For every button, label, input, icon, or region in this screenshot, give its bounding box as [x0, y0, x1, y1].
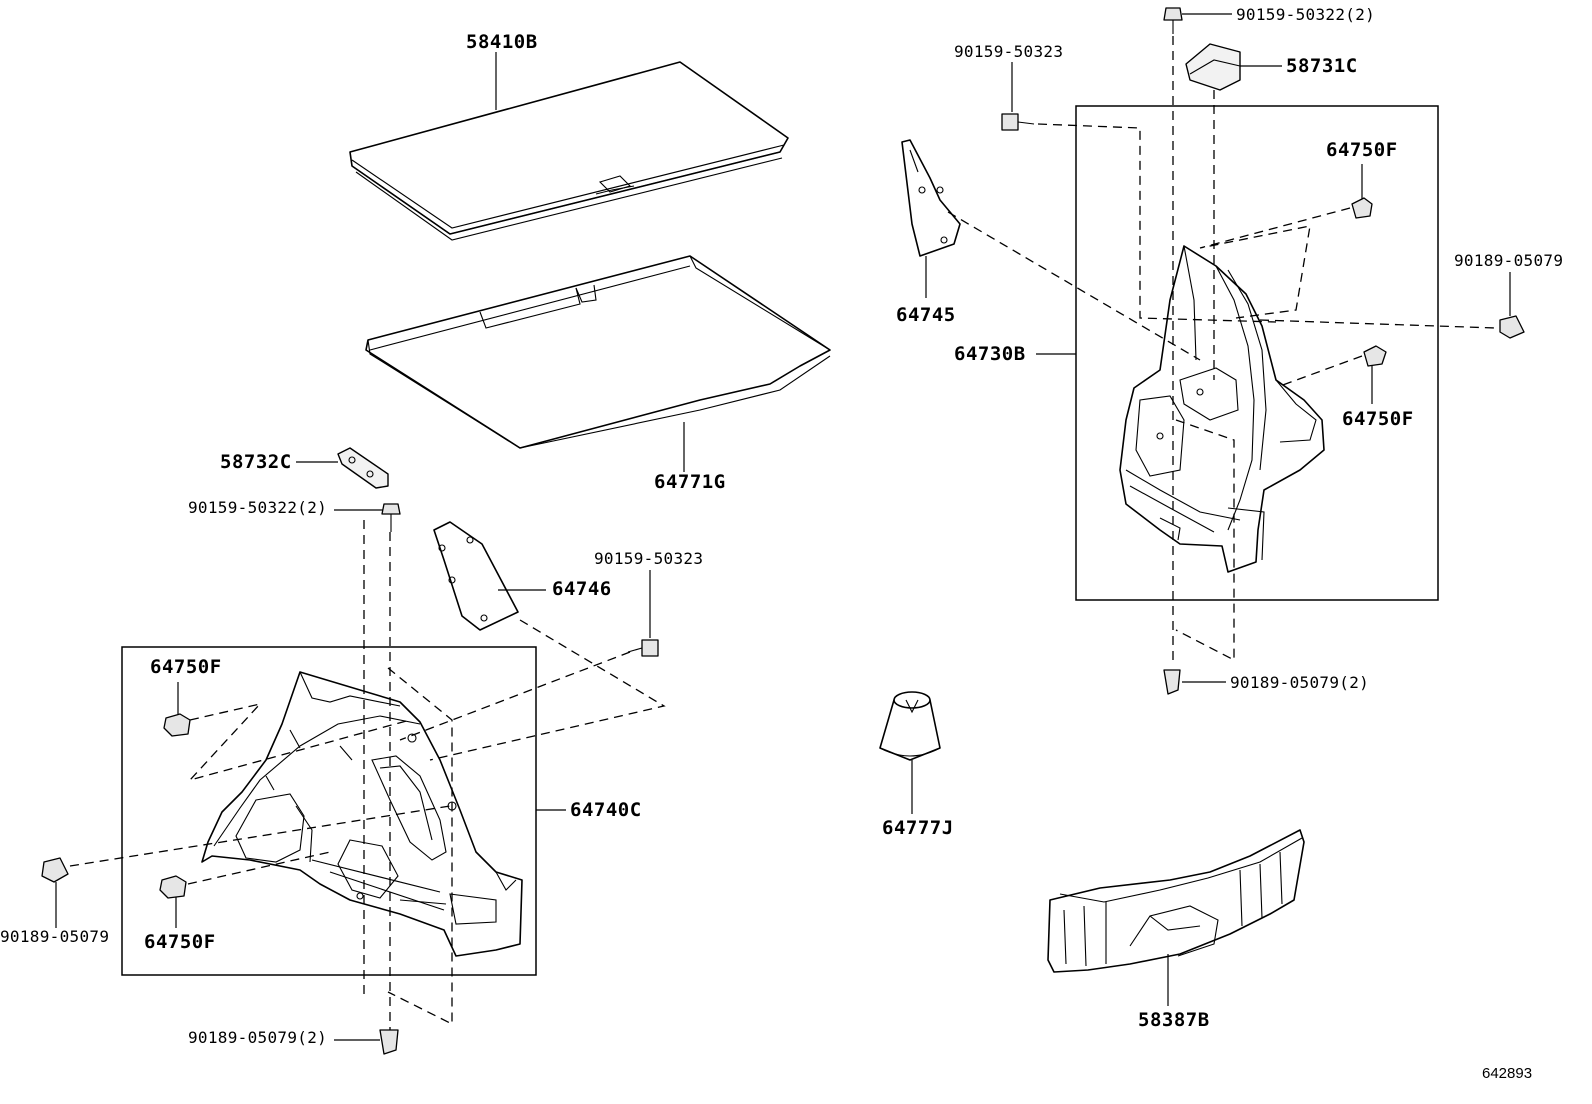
- dash-lh-3: [387, 667, 453, 1026]
- dash-lh-7: [69, 805, 451, 867]
- cover-panel-64771g[interactable]: [365, 255, 831, 449]
- label-64746: 64746: [552, 578, 612, 600]
- label-90189-05079-rh-bottom: 90189-05079(2): [1230, 673, 1369, 692]
- diagram-id: 642893: [1482, 1065, 1532, 1082]
- bracket-58732c[interactable]: [337, 447, 389, 489]
- clip-90189-05079-rh-side[interactable]: [1499, 315, 1525, 339]
- label-64777j: 64777J: [882, 817, 954, 839]
- label-58410b: 58410B: [466, 31, 538, 53]
- frame-64730b: [1075, 105, 1439, 601]
- label-90159-50323-rh: 90159-50323: [954, 42, 1063, 61]
- clip-64750f-lh-upper[interactable]: [163, 713, 191, 737]
- label-64750f-rh-upper: 64750F: [1326, 139, 1398, 161]
- dash-rh-8: [1279, 355, 1363, 387]
- label-90159-50322-rh: 90159-50322(2): [1236, 5, 1375, 24]
- clip-90189-05079-lh-bottom[interactable]: [379, 1029, 399, 1055]
- clip-64750f-lh-lower[interactable]: [159, 875, 187, 899]
- label-90189-05079-lh-bottom: 90189-05079(2): [188, 1028, 327, 1047]
- sill-plate-58387b[interactable]: [1047, 829, 1305, 973]
- label-64771g: 64771G: [654, 471, 726, 493]
- label-64745: 64745: [896, 304, 956, 326]
- dash-lh-6: [399, 651, 631, 741]
- stopper-64777j[interactable]: [879, 691, 941, 761]
- dash-rh-3: [1175, 419, 1235, 662]
- clip-90189-05079-rh-bottom[interactable]: [1163, 669, 1181, 695]
- dash-rh-5: [947, 211, 1201, 361]
- label-90189-05079-lh: 90189-05079: [0, 927, 109, 946]
- clip-64750f-rh-upper[interactable]: [1351, 197, 1373, 219]
- clip-64750f-rh-lower[interactable]: [1363, 345, 1387, 367]
- screw-90159-50323-lh[interactable]: [627, 639, 659, 657]
- dash-rh-4: [1037, 123, 1277, 323]
- screw-90159-50323-rh[interactable]: [1001, 113, 1035, 131]
- trim-64730b[interactable]: [1119, 245, 1325, 573]
- label-64730b: 64730B: [954, 343, 1026, 365]
- cover-64746[interactable]: [433, 521, 519, 631]
- screw-90159-50322-rh[interactable]: [1163, 7, 1183, 34]
- dash-lh-8: [187, 851, 331, 885]
- label-90189-05079-rh: 90189-05079: [1454, 251, 1563, 270]
- label-90159-50322-lh: 90159-50322(2): [188, 498, 327, 517]
- label-64750f-rh-lower: 64750F: [1342, 408, 1414, 430]
- screw-90159-50322-lh[interactable]: [381, 503, 401, 532]
- tray-cover-58410b[interactable]: [349, 61, 789, 241]
- frame-64740c: [121, 646, 537, 976]
- dash-lh-5: [429, 619, 666, 761]
- label-64750f-lh-lower: 64750F: [144, 931, 216, 953]
- label-58731c: 58731C: [1286, 55, 1358, 77]
- label-58732c: 58732C: [220, 451, 292, 473]
- label-58387b: 58387B: [1138, 1009, 1210, 1031]
- label-90159-50323-lh: 90159-50323: [594, 549, 703, 568]
- clip-90189-05079-lh-side[interactable]: [41, 857, 69, 883]
- label-64740c: 64740C: [570, 799, 642, 821]
- dash-lh-4: [187, 702, 411, 782]
- dash-rh-7: [1259, 319, 1497, 329]
- trim-64740c[interactable]: [201, 671, 523, 957]
- cap-58731c[interactable]: [1185, 43, 1241, 91]
- label-64750f-lh-upper: 64750F: [150, 656, 222, 678]
- cover-64745[interactable]: [901, 139, 961, 257]
